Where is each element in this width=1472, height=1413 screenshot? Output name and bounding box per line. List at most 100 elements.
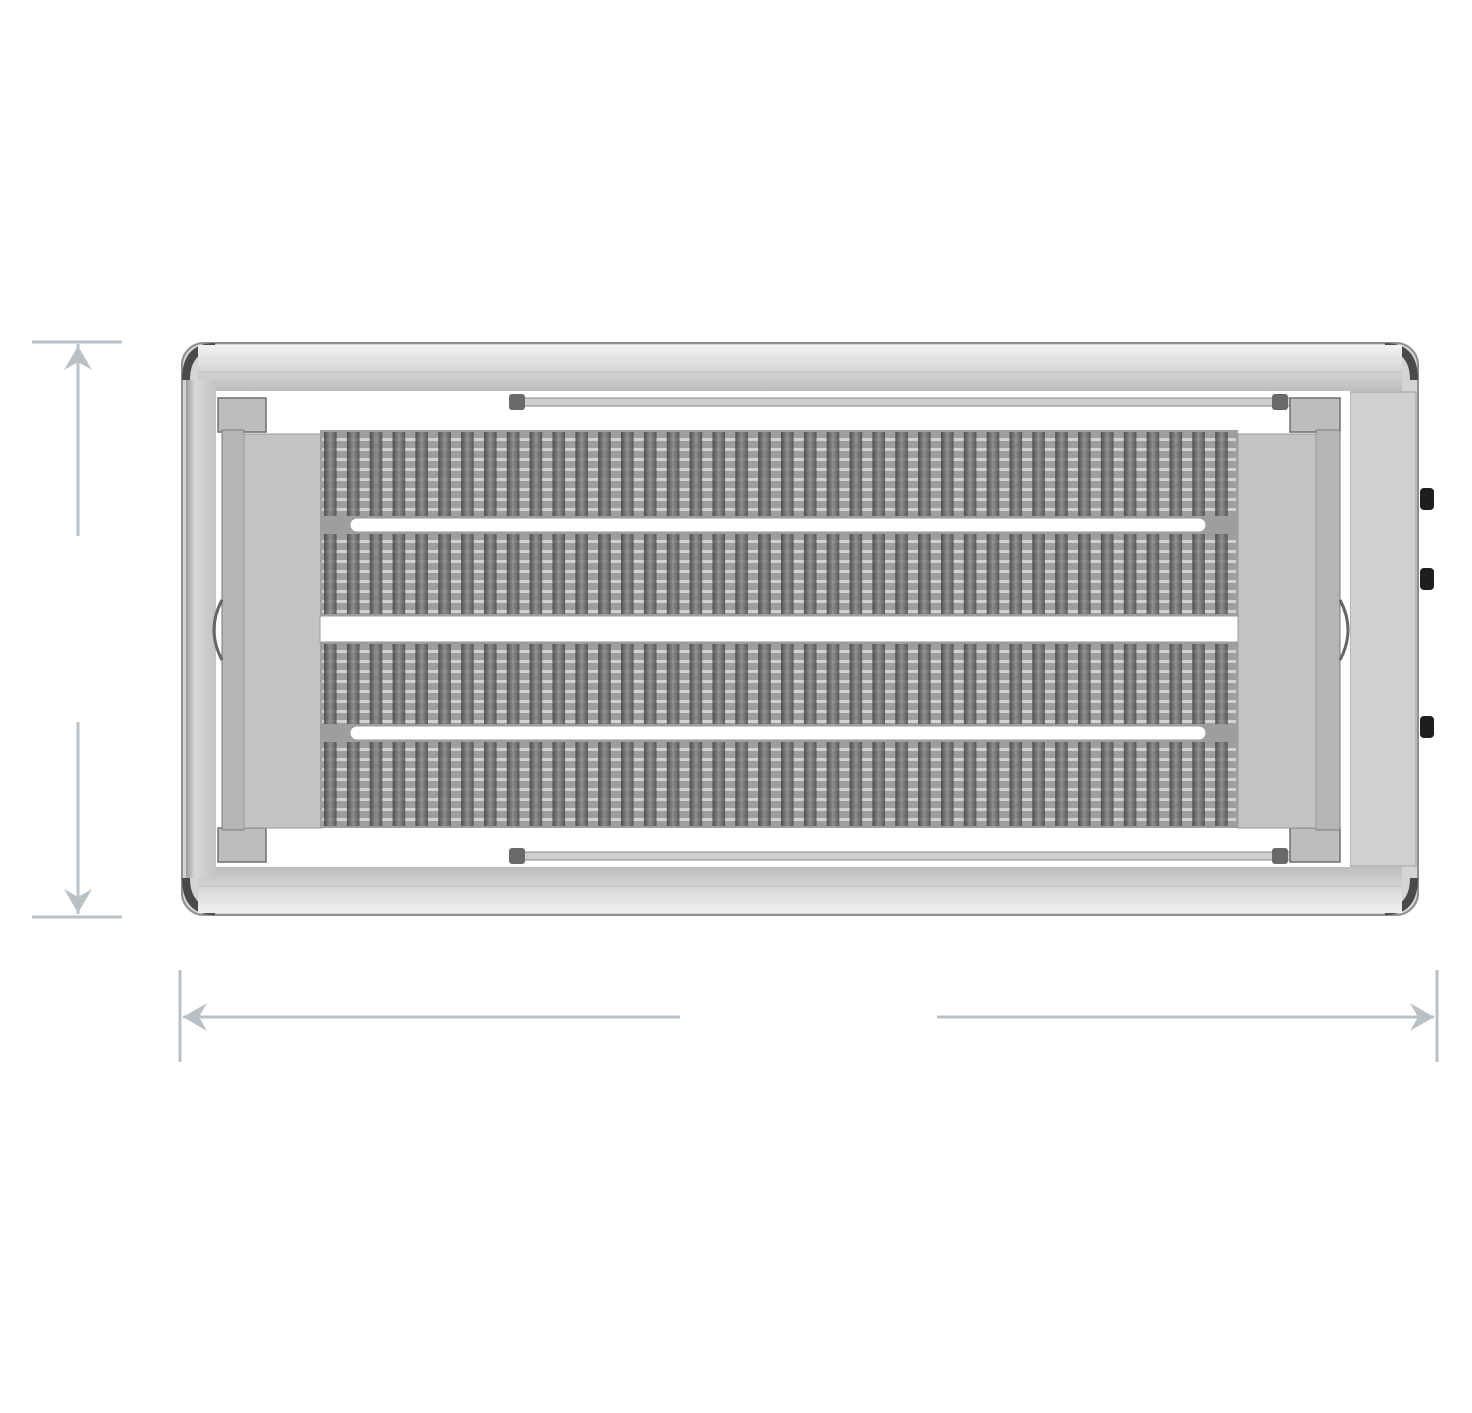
heater-body <box>181 342 1434 916</box>
fin <box>712 432 726 516</box>
fin <box>963 742 977 826</box>
fin-crossbar <box>322 580 1236 583</box>
fin-crossbar <box>322 560 1236 563</box>
fin <box>552 742 566 826</box>
fin <box>918 432 931 516</box>
fin <box>1055 742 1068 826</box>
fin <box>803 534 817 614</box>
fin <box>986 644 1000 724</box>
fin-crossbar <box>322 438 1236 441</box>
emitter-slot-upper <box>349 517 1207 533</box>
fin <box>621 432 634 516</box>
fin <box>438 432 451 516</box>
fin-crossbar <box>322 478 1236 481</box>
fin <box>826 644 840 724</box>
emitter-slot-lower <box>349 725 1207 741</box>
fin <box>918 644 931 724</box>
fin <box>872 742 885 826</box>
fin <box>666 644 680 724</box>
fin <box>918 534 931 614</box>
fin <box>826 534 840 614</box>
fin <box>803 742 817 826</box>
rod-clamp-icon <box>1272 848 1288 864</box>
fin <box>529 644 543 724</box>
fin <box>712 742 726 826</box>
fin <box>735 534 748 614</box>
fin-crossbar <box>322 720 1236 723</box>
fin <box>621 742 634 826</box>
fin-crossbar <box>322 798 1236 801</box>
fin <box>415 742 428 826</box>
fin-crossbar <box>322 458 1236 461</box>
fin <box>758 534 771 614</box>
fin <box>324 534 337 614</box>
fin-crossbar <box>322 768 1236 771</box>
fin <box>598 644 611 724</box>
fin <box>1146 742 1160 826</box>
fin <box>1146 534 1160 614</box>
fin-crossbar <box>322 670 1236 673</box>
fin <box>461 534 474 614</box>
fin-crossbar <box>322 660 1236 663</box>
fin <box>895 534 908 614</box>
corner-cap-bottom-left <box>182 878 215 915</box>
fin <box>758 644 771 724</box>
fin <box>712 534 726 614</box>
fin-crossbar <box>322 700 1236 703</box>
fin <box>346 644 360 724</box>
fin <box>1169 644 1183 724</box>
fin <box>826 742 840 826</box>
fin <box>369 432 383 516</box>
fin <box>1192 534 1205 614</box>
fin-crossbar <box>322 498 1236 501</box>
fin <box>758 742 771 826</box>
fin <box>1032 432 1045 516</box>
fin-crossbar <box>322 680 1236 683</box>
fin-crossbar <box>322 488 1236 491</box>
fin <box>781 534 794 614</box>
knob-icon <box>1420 716 1434 738</box>
fin <box>415 534 428 614</box>
fin <box>666 742 680 826</box>
fin <box>781 432 794 516</box>
fin <box>1146 644 1160 724</box>
fin <box>1192 432 1205 516</box>
fin <box>1123 742 1137 826</box>
bottom-rail <box>198 867 1402 913</box>
fin <box>986 742 1000 826</box>
fin <box>415 432 428 516</box>
fin <box>643 534 657 614</box>
fin-crossbar <box>322 748 1236 751</box>
fin <box>1169 742 1183 826</box>
fin <box>324 432 337 516</box>
fin-crossbar <box>322 468 1236 471</box>
fin <box>941 742 954 826</box>
fin <box>986 432 1000 516</box>
fin <box>781 644 794 724</box>
heatsink-fins <box>322 432 1236 826</box>
fin <box>346 534 360 614</box>
fin <box>963 534 977 614</box>
fin <box>1078 534 1091 614</box>
fin-crossbar <box>322 778 1236 781</box>
fin <box>1192 742 1205 826</box>
fin <box>1100 742 1114 826</box>
fin <box>552 644 566 724</box>
fin <box>1215 742 1228 826</box>
corner-cap-top-left <box>182 343 215 380</box>
bracket-top-right <box>1289 397 1341 433</box>
fin <box>849 644 863 724</box>
fin <box>895 644 908 724</box>
fin <box>1215 432 1228 516</box>
fin <box>506 534 520 614</box>
fin-crossbar <box>322 600 1236 603</box>
fin <box>872 644 885 724</box>
fin <box>941 644 954 724</box>
fin <box>346 432 360 516</box>
fin <box>484 534 497 614</box>
fin-crossbar <box>322 758 1236 761</box>
fin <box>598 432 611 516</box>
center-gap <box>319 615 1239 643</box>
bracket-bottom-right <box>1289 827 1341 863</box>
